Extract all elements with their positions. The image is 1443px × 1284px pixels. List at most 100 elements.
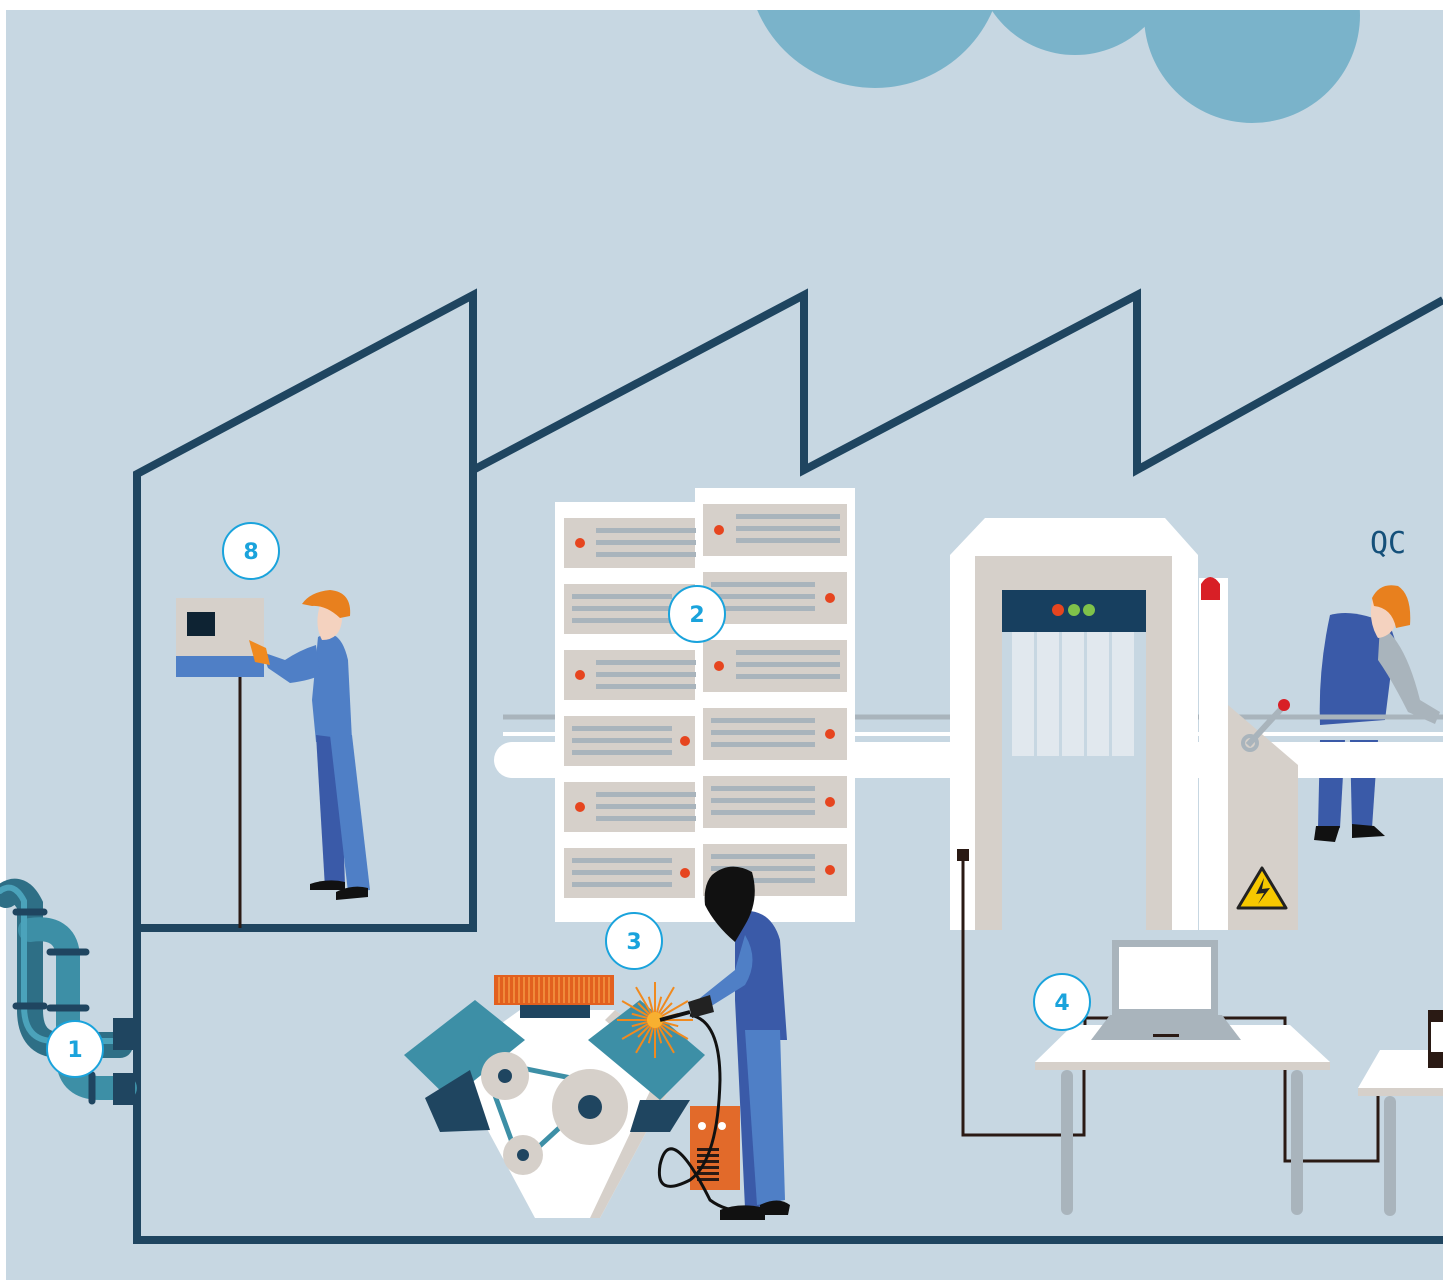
welder-glove <box>688 995 714 1018</box>
warning-bolt-icon <box>1256 878 1270 904</box>
badge-8: 8 <box>222 522 280 580</box>
rack-vent <box>711 810 815 815</box>
radiator-fin <box>513 977 515 1003</box>
desk-with-laptop <box>1035 940 1330 1215</box>
welder-arm <box>700 935 753 1010</box>
welder-boot-2 <box>760 1200 790 1215</box>
gate-light-green-2 <box>1083 604 1095 616</box>
qc-worker-boot-1 <box>1314 826 1340 842</box>
rack-vent <box>596 804 696 809</box>
badge-2-number: 2 <box>689 603 704 628</box>
laptop-base <box>1091 1015 1241 1040</box>
operator-boot-2 <box>336 886 368 900</box>
factory-roof-sawtooth <box>133 288 1443 1240</box>
welding-cable <box>657 1013 761 1213</box>
badge-4: 4 <box>1033 973 1091 1031</box>
welder-vent <box>697 1172 719 1175</box>
radiator-fin <box>558 977 560 1003</box>
desk-leg-left <box>1061 1070 1073 1215</box>
control-panel <box>176 598 264 928</box>
engine-machine <box>404 975 705 1218</box>
cable-gate-to-desk <box>961 860 1086 1137</box>
radiator-fin <box>518 977 520 1003</box>
rack-vent <box>572 606 672 611</box>
rack-indicator <box>680 736 690 746</box>
badge-4-number: 4 <box>1054 991 1069 1016</box>
operator-torso <box>312 633 352 742</box>
rack-vent <box>596 660 696 665</box>
gate-light-red <box>1052 604 1064 616</box>
rack-vent <box>711 730 815 735</box>
badge-2-circle <box>668 585 726 643</box>
rack-vent <box>572 618 672 623</box>
radiator-fin <box>498 977 500 1003</box>
welder-torch <box>659 1010 691 1022</box>
engine-left-base <box>425 1070 490 1132</box>
second-desk-edge <box>1358 1088 1443 1096</box>
engine-pulley-large-hub <box>578 1095 602 1119</box>
welder-vent <box>697 1178 719 1181</box>
rack-vent <box>572 870 672 875</box>
inspection-gate <box>950 518 1198 930</box>
alarm-pole <box>1199 578 1228 930</box>
engine-right-head <box>588 1000 705 1100</box>
qc-worker-overalls <box>1319 612 1395 725</box>
badge-1-number: 1 <box>67 1038 82 1063</box>
rack-vent <box>711 606 815 611</box>
control-panel-base <box>176 656 264 677</box>
rack-vent <box>736 650 840 655</box>
clouds <box>700 0 1400 123</box>
operator-leg-front <box>330 735 370 892</box>
radiator-fin <box>608 977 610 1003</box>
operator-hard-hat <box>302 590 351 618</box>
radiator-fin <box>578 977 580 1003</box>
welding-mask <box>704 866 755 942</box>
radiator-fin <box>588 977 590 1003</box>
server-racks <box>555 488 855 922</box>
radiator-fin <box>563 977 565 1003</box>
laptop-display <box>1119 947 1211 1009</box>
rack-vent <box>572 738 672 743</box>
welding-knob-2 <box>718 1122 726 1130</box>
operator-worker <box>249 590 370 900</box>
cloud-1 <box>753 0 997 88</box>
radiator-fin <box>603 977 605 1003</box>
rack-vent <box>736 662 840 667</box>
badge-8-number: 8 <box>243 540 258 565</box>
rack-indicator <box>825 865 835 875</box>
second-desk-device-screen <box>1431 1022 1443 1052</box>
rack-vent <box>596 792 696 797</box>
rack-vent <box>711 878 815 883</box>
operator-boot-1 <box>310 880 345 890</box>
rack-vent <box>736 526 840 531</box>
rack-vent <box>711 786 815 791</box>
radiator-fin <box>508 977 510 1003</box>
welding-spark-core <box>647 1012 663 1028</box>
welder-vent <box>697 1166 719 1169</box>
radiator-fin <box>538 977 540 1003</box>
radiator-fin <box>543 977 545 1003</box>
rack-vent <box>711 866 815 871</box>
engine-pulley-left-hub <box>498 1069 512 1083</box>
rack-indicator <box>825 593 835 603</box>
rack-vent <box>736 538 840 543</box>
factory-building <box>133 288 1443 1244</box>
rack-vent <box>572 594 672 599</box>
radiator-fin <box>528 977 530 1003</box>
welder-worker <box>659 866 790 1220</box>
radiator-fin <box>553 977 555 1003</box>
badge-2: 2 <box>668 585 726 643</box>
welder-vent <box>697 1148 719 1151</box>
alarm-beacon-red <box>1201 577 1220 600</box>
welder-vent <box>697 1160 719 1163</box>
cable-plug <box>957 849 969 861</box>
sorter-arm-pivot <box>1241 734 1259 752</box>
rack-vent <box>596 672 696 677</box>
radiator-fin <box>503 977 505 1003</box>
desk-edge <box>1035 1062 1330 1070</box>
rack-vent <box>572 882 672 887</box>
badge-4-circle <box>1033 973 1091 1031</box>
rack-vent <box>736 514 840 519</box>
pipe-wall-joint-upper <box>113 1018 135 1050</box>
welder-boot-1 <box>720 1205 765 1220</box>
